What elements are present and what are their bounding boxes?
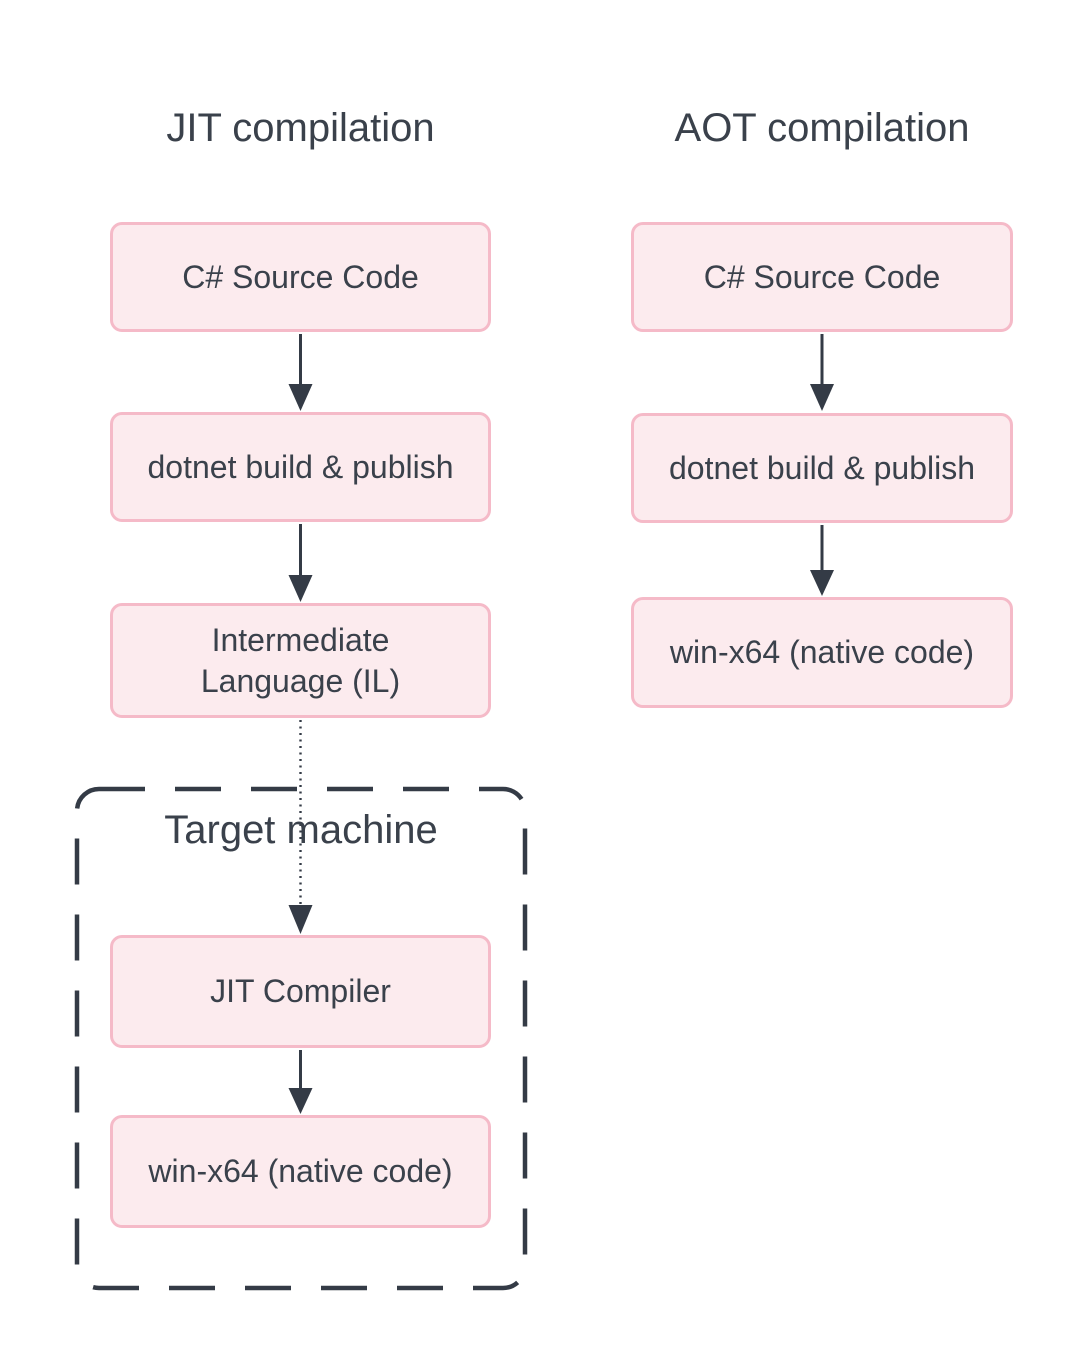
jit-node-win-x64-native-label: win-x64 (native code) [148,1153,453,1189]
jit-arrow-compiler-to-native [288,1050,313,1114]
jit-node-dotnet-build-publish: dotnet build & publish [110,412,491,522]
jit-node-csharp-source: C# Source Code [110,222,491,332]
jit-node-dotnet-build-publish-label: dotnet build & publish [147,448,454,485]
aot-node-csharp-source-label: C# Source Code [703,258,941,295]
aot-node-csharp-source: C# Source Code [631,222,1013,332]
aot-column-title: AOT compilation [674,106,970,150]
aot-arrow-build-to-native [810,525,834,596]
aot-node-dotnet-build-publish: dotnet build & publish [631,413,1013,523]
jit-arrow-source-to-build [288,334,313,411]
aot-node-dotnet-build-publish-label: dotnet build & publish [669,449,975,486]
jit-node-intermediate-language-label-line2: Language (IL) [200,662,401,699]
jit-node-intermediate-language: Intermediate Language (IL) [110,603,491,718]
aot-node-win-x64-native-label: win-x64 (native code) [669,634,975,670]
jit-node-win-x64-native: win-x64 (native code) [110,1115,491,1228]
aot-node-win-x64-native: win-x64 (native code) [631,597,1013,708]
jit-column-title: JIT compilation [166,106,435,150]
jit-node-intermediate-language-label-line1: Intermediate [211,621,390,658]
jit-node-jit-compiler-label: JIT Compiler [210,973,391,1009]
jit-node-jit-compiler: JIT Compiler [110,935,491,1048]
aot-arrow-source-to-build [810,334,834,411]
target-machine-group-label: Target machine [164,808,438,852]
jit-arrow-build-to-il [288,524,313,602]
jit-node-csharp-source-label: C# Source Code [182,258,419,295]
